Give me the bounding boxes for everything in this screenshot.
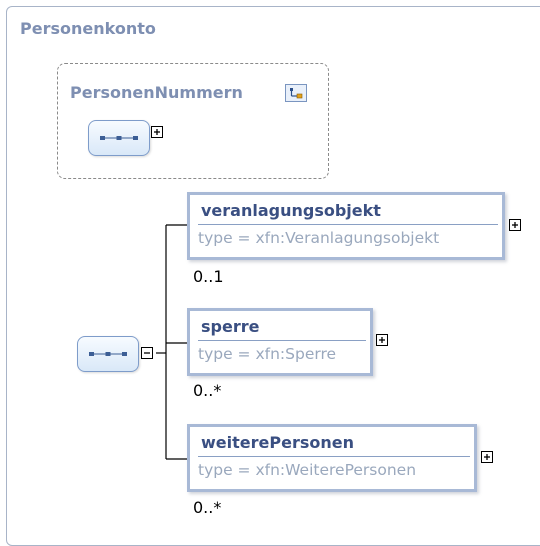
element-divider bbox=[198, 340, 366, 341]
element-name: sperre bbox=[201, 317, 260, 336]
element-name: veranlagungsobjekt bbox=[201, 201, 381, 220]
element-name: weiterePersonen bbox=[201, 433, 354, 452]
element-type: type = xfn:Veranlagungsobjekt bbox=[198, 229, 440, 247]
sequence-compositor-icon[interactable] bbox=[77, 336, 139, 372]
expand-plus-icon[interactable] bbox=[376, 334, 388, 346]
expand-plus-icon[interactable] bbox=[481, 451, 493, 463]
cardinality-label: 0..* bbox=[193, 498, 222, 517]
connector-lines bbox=[156, 224, 187, 460]
complex-type-title: Personenkonto bbox=[20, 19, 156, 38]
element-divider bbox=[198, 456, 470, 457]
group-ref-name: PersonenNummern bbox=[70, 83, 243, 102]
cardinality-label: 0..* bbox=[193, 381, 222, 400]
expand-plus-icon[interactable] bbox=[509, 219, 521, 231]
element-type: type = xfn:Sperre bbox=[198, 345, 337, 363]
element-box[interactable]: sperre type = xfn:Sperre bbox=[187, 308, 373, 376]
attribute-group-icon[interactable] bbox=[285, 84, 307, 102]
collapse-minus-icon[interactable] bbox=[141, 347, 153, 359]
cardinality-label: 0..1 bbox=[193, 267, 224, 286]
expand-plus-icon[interactable] bbox=[151, 126, 163, 138]
sequence-compositor-icon[interactable] bbox=[88, 120, 150, 156]
group-ref-box[interactable] bbox=[57, 63, 329, 179]
element-box[interactable]: weiterePersonen type = xfn:WeiterePerson… bbox=[187, 424, 477, 492]
element-type: type = xfn:WeiterePersonen bbox=[198, 461, 417, 479]
element-divider bbox=[198, 224, 498, 225]
element-box[interactable]: veranlagungsobjekt type = xfn:Veranlagun… bbox=[187, 192, 505, 260]
